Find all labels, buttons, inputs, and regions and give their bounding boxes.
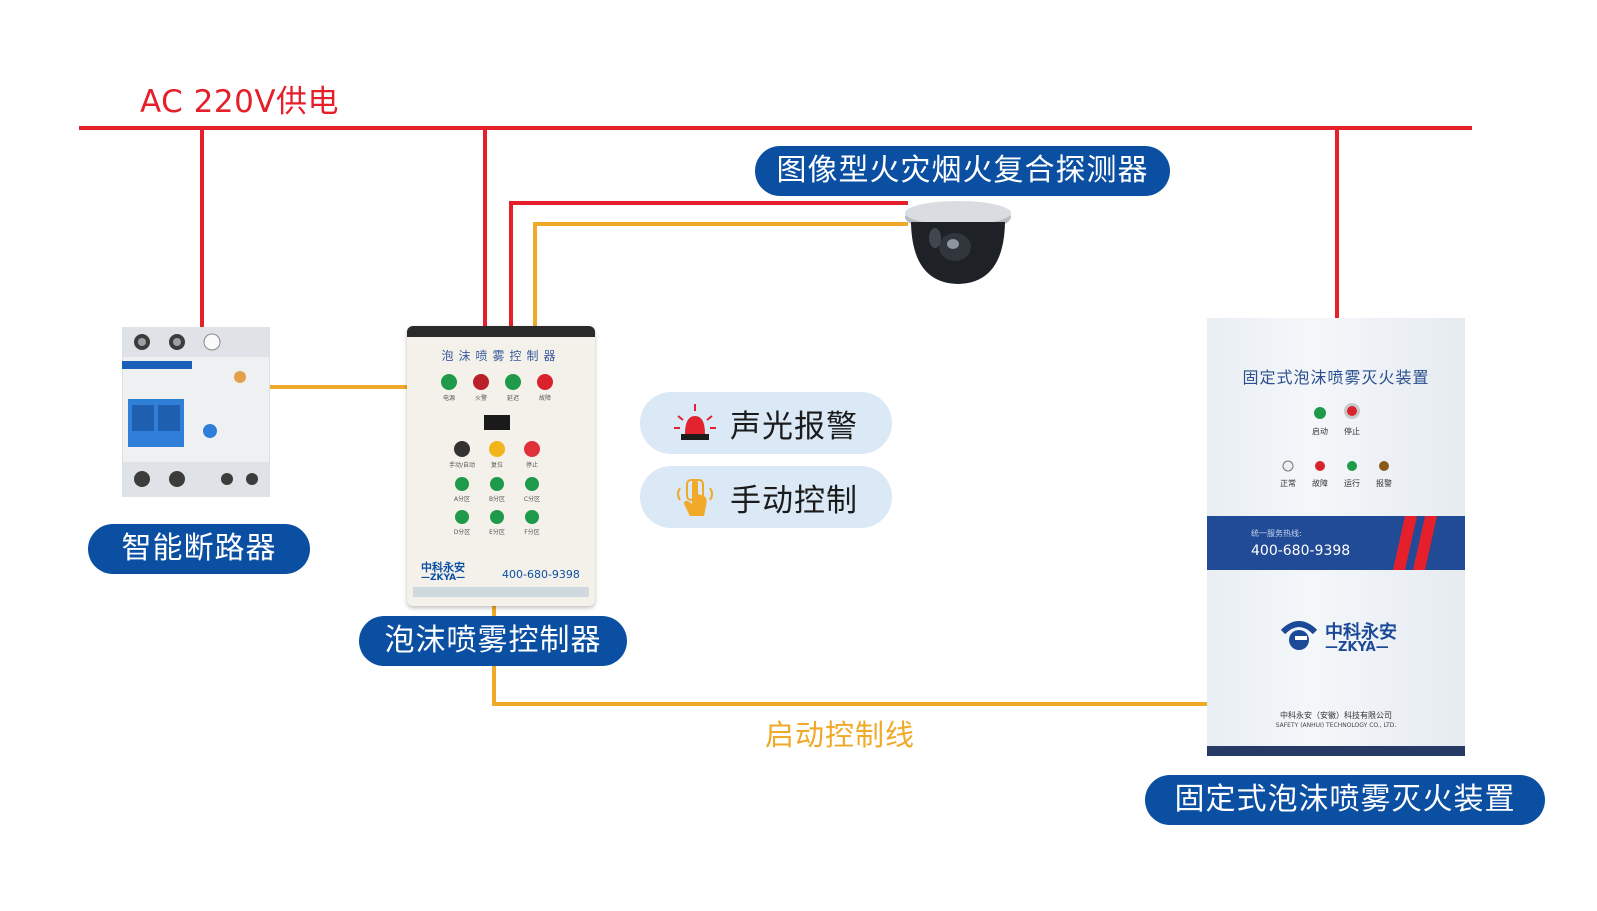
- feature-manual-label: 手动控制: [730, 482, 858, 519]
- alarm-light-icon: [674, 404, 716, 440]
- controller-label-r1-4: 故障: [538, 395, 551, 402]
- controller-label-r2-1: 手动/自动: [448, 462, 476, 469]
- controller-label-r4-2: E分区: [489, 529, 505, 536]
- device-hotline-label: 统一服务热线:: [1251, 529, 1302, 538]
- controller-panel-graphics: [413, 374, 589, 597]
- device-hotline-number: 400-680-9398: [1251, 543, 1351, 559]
- device-ind-fault: 故障: [1312, 479, 1328, 488]
- controller-title: 泡沫喷雾控制器: [441, 349, 561, 363]
- device-controls: [1282, 403, 1389, 472]
- device-company-en: SAFETY (ANHUI) TECHNOLOGY CO., LTD.: [1275, 722, 1397, 729]
- device-ind-normal: 正常: [1280, 479, 1296, 488]
- device-stripe-decoration: [1393, 516, 1437, 570]
- feature-manual-control: 手动控制: [640, 466, 892, 528]
- control-line-label: 启动控制线: [765, 718, 916, 752]
- controller-display: [484, 415, 510, 430]
- controller-label-r1-1: 电源: [442, 395, 455, 402]
- smart-breaker: [121, 326, 271, 498]
- device-ind-running: 运行: [1344, 479, 1360, 488]
- device-title: 固定式泡沫喷雾灭火装置: [1242, 368, 1430, 387]
- detector-label: 图像型火灾烟火复合探测器: [755, 146, 1170, 196]
- controller-label-r3-1: A分区: [453, 496, 471, 503]
- zkya-logo-icon: [1280, 621, 1318, 650]
- controller-label-r2-3: 停止: [525, 462, 538, 469]
- controller-label-r1-2: 火警: [474, 395, 487, 402]
- breaker-label: 智能断路器: [88, 524, 310, 574]
- device-hotline-band: 统一服务热线: 400-680-9398: [1207, 516, 1465, 570]
- controller-label-r4-3: F分区: [524, 529, 540, 536]
- dome-camera-icon: [905, 201, 1011, 284]
- controller-indicator-lights: [441, 374, 553, 390]
- feature-alarm-label: 声光报警: [730, 408, 858, 445]
- foam-spray-device: 固定式泡沫喷雾灭火装置 启动 停止 正常 故障 运行 报警 统一服务热线: 40…: [1207, 318, 1465, 756]
- controller-label-r3-2: B分区: [488, 496, 506, 503]
- controller-label-r3-3: C分区: [523, 496, 541, 503]
- controller-buttons: [454, 441, 540, 524]
- controller-label-r4-1: D分区: [453, 529, 471, 536]
- device-company-cn: 中科永安（安徽）科技有限公司: [1280, 711, 1392, 720]
- controller-phone: 400-680-9398: [502, 568, 580, 581]
- device-base: [1207, 746, 1465, 756]
- power-supply-label: AC 220V供电: [140, 84, 340, 120]
- device-btn-start-label: 启动: [1312, 427, 1328, 436]
- controller-logo-en: —ZKYA—: [421, 573, 466, 583]
- controller-label-r1-3: 延迟: [506, 395, 519, 402]
- controller-label-r2-2: 复位: [490, 462, 503, 469]
- hand-touch-icon: [677, 479, 713, 516]
- device-logo-en: —ZKYA—: [1325, 640, 1389, 655]
- device-ind-alarm: 报警: [1376, 479, 1392, 488]
- controller-logo-cn: 中科永安: [421, 561, 465, 574]
- breaker-icon: [121, 326, 271, 498]
- device-btn-stop-label: 停止: [1344, 427, 1360, 436]
- feature-sound-light-alarm: 声光报警: [640, 392, 892, 454]
- power-wire-detector: [509, 201, 908, 326]
- device-logo-cn: 中科永安: [1325, 622, 1397, 643]
- signal-wire-detector: [533, 222, 908, 326]
- controller-label: 泡沫喷雾控制器: [359, 616, 627, 666]
- device-label: 固定式泡沫喷雾灭火装置: [1145, 775, 1545, 825]
- foam-controller: 泡沫喷雾控制器 中科永安 —ZKYA— 400-680-9398 电源 火警 延迟 故…: [407, 326, 595, 606]
